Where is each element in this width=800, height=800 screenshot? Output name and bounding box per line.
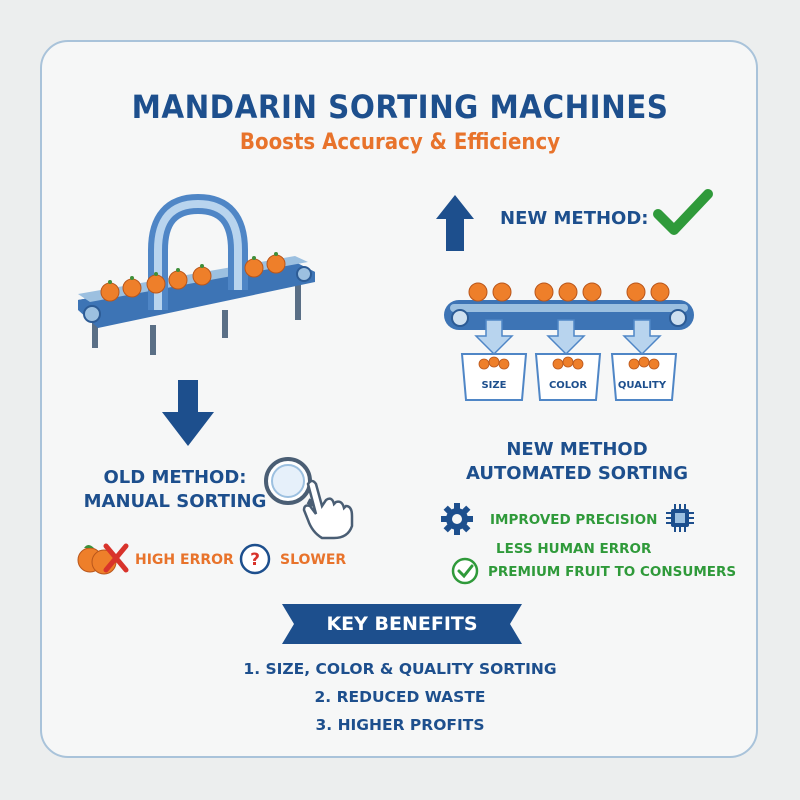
mandarin-cross-icon bbox=[77, 543, 129, 575]
new-method-heading: NEW METHOD: bbox=[500, 208, 649, 229]
key-benefits-banner bbox=[282, 604, 522, 644]
old-method-label: OLD METHOD: MANUAL SORTING bbox=[80, 466, 270, 514]
bin-label-size: SIZE bbox=[481, 380, 507, 391]
slower-label: SLOWER bbox=[280, 552, 347, 568]
high-error-label: HIGH ERROR bbox=[135, 552, 234, 568]
advantage-less-human-error: LESS HUMAN ERROR bbox=[496, 541, 652, 557]
manual-conveyor-illustration bbox=[78, 193, 315, 355]
bin-label-quality: QUALITY bbox=[617, 380, 667, 391]
old-method-line2: MANUAL SORTING bbox=[83, 491, 267, 512]
benefit-item-2: 2. REDUCED WASTE bbox=[314, 688, 486, 706]
question-icon: ? bbox=[239, 543, 271, 575]
new-method-label: NEW METHOD AUTOMATED SORTING bbox=[452, 438, 702, 486]
advantage-improved-precision: IMPROVED PRECISION bbox=[490, 512, 658, 528]
downward-arrow-icon bbox=[162, 380, 214, 446]
check-circle-icon bbox=[451, 557, 479, 585]
bin-label-color: COLOR bbox=[548, 380, 588, 391]
benefit-item-1: 1. SIZE, COLOR & QUALITY SORTING bbox=[243, 660, 557, 678]
upward-arrow-icon bbox=[436, 195, 474, 251]
key-benefits-heading: KEY BENEFITS bbox=[326, 613, 478, 635]
pointing-hand-icon bbox=[302, 479, 354, 540]
checkmark-icon bbox=[653, 189, 713, 235]
page-title: MANDARIN SORTING MACHINES bbox=[131, 88, 669, 126]
automated-sorter-illustration bbox=[444, 282, 694, 401]
gear-icon bbox=[441, 503, 473, 535]
old-method-line1: OLD METHOD: bbox=[103, 467, 247, 488]
svg-text:?: ? bbox=[250, 550, 260, 570]
page-subtitle: Boosts Accuracy & Efficiency bbox=[239, 130, 561, 155]
magnifier-icon bbox=[264, 457, 322, 510]
new-method-line1: NEW METHOD bbox=[506, 439, 648, 460]
new-method-line2: AUTOMATED SORTING bbox=[466, 463, 688, 484]
advantage-premium-fruit: PREMIUM FRUIT TO CONSUMERS bbox=[488, 564, 737, 580]
chip-icon bbox=[666, 504, 694, 532]
benefit-item-3: 3. HIGHER PROFITS bbox=[315, 716, 485, 734]
